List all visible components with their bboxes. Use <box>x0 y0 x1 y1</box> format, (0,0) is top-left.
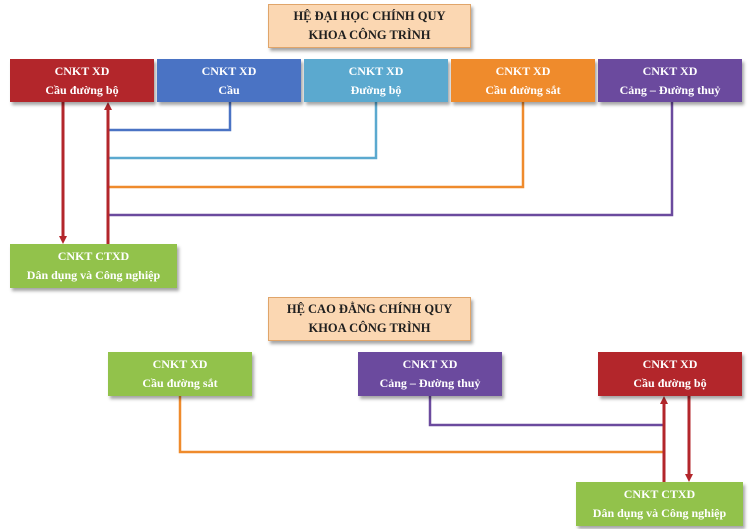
connector-college-cau-duong-sat <box>178 396 664 454</box>
major-code: CNKT XD <box>152 357 208 372</box>
university-header: HỆ ĐẠI HỌC CHÍNH QUY KHOA CÔNG TRÌNH <box>268 4 471 48</box>
connector-cau-duong-sat-to-main <box>108 102 525 189</box>
target-code: CNKT CTXD <box>623 487 696 502</box>
connector-cang-duong-thuy-to-main <box>108 102 674 217</box>
target-name: Dân dụng và Công nghiệp <box>26 268 161 282</box>
university-title-line1: HỆ ĐẠI HỌC CHÍNH QUY <box>293 8 446 23</box>
target-name: Dân dụng và Công nghiệp <box>592 506 727 520</box>
major-name: Cầu đường sắt <box>142 376 218 390</box>
major-code: CNKT XD <box>642 63 698 78</box>
major-name: Cảng – Đường thuỷ <box>619 82 721 97</box>
major-code: CNKT XD <box>348 63 404 78</box>
major-name: Cầu đường bộ <box>45 82 119 97</box>
major-code: CNKT XD <box>201 63 257 78</box>
college-target-ctxd: CNKT CTXD Dân dụng và Công nghiệp <box>576 482 743 526</box>
college-major-cau-duong-bo: CNKT XD Cầu đường bộ <box>598 352 742 396</box>
major-code: CNKT XD <box>54 63 110 78</box>
major-cau-duong-bo: CNKT XD Cầu đường bộ <box>10 59 154 102</box>
target-ctxd: CNKT CTXD Dân dụng và Công nghiệp <box>10 244 177 288</box>
target-code: CNKT CTXD <box>57 249 130 264</box>
major-cau: CNKT XD Cầu <box>157 59 301 102</box>
connector-cau-to-main <box>108 102 232 132</box>
university-title-line2: KHOA CÔNG TRÌNH <box>308 28 431 42</box>
major-name: Cầu đường sắt <box>485 82 561 97</box>
major-name: Cảng – Đường thuỷ <box>379 376 481 390</box>
major-duong-bo: CNKT XD Đường bộ <box>304 59 448 102</box>
major-cang-duong-thuy: CNKT XD Cảng – Đường thuỷ <box>598 59 742 102</box>
major-code: CNKT XD <box>402 357 458 372</box>
major-code: CNKT XD <box>642 357 698 372</box>
connector-college-cang-duong-thuy <box>428 396 664 427</box>
major-name: Cầu đường bộ <box>633 376 707 390</box>
major-name: Cầu <box>218 82 240 97</box>
college-title-line1: HỆ CAO ĐẲNG CHÍNH QUY <box>286 301 453 316</box>
college-title-line2: KHOA CÔNG TRÌNH <box>308 321 431 335</box>
college-major-cang-duong-thuy: CNKT XD Cảng – Đường thuỷ <box>358 352 502 396</box>
major-code: CNKT XD <box>495 63 551 78</box>
college-header: HỆ CAO ĐẲNG CHÍNH QUY KHOA CÔNG TRÌNH <box>268 297 471 341</box>
college-major-cau-duong-sat: CNKT XD Cầu đường sắt <box>108 352 252 396</box>
connector-duong-bo-to-main <box>108 102 378 160</box>
major-cau-duong-sat: CNKT XD Cầu đường sắt <box>451 59 595 102</box>
major-name: Đường bộ <box>350 82 402 97</box>
